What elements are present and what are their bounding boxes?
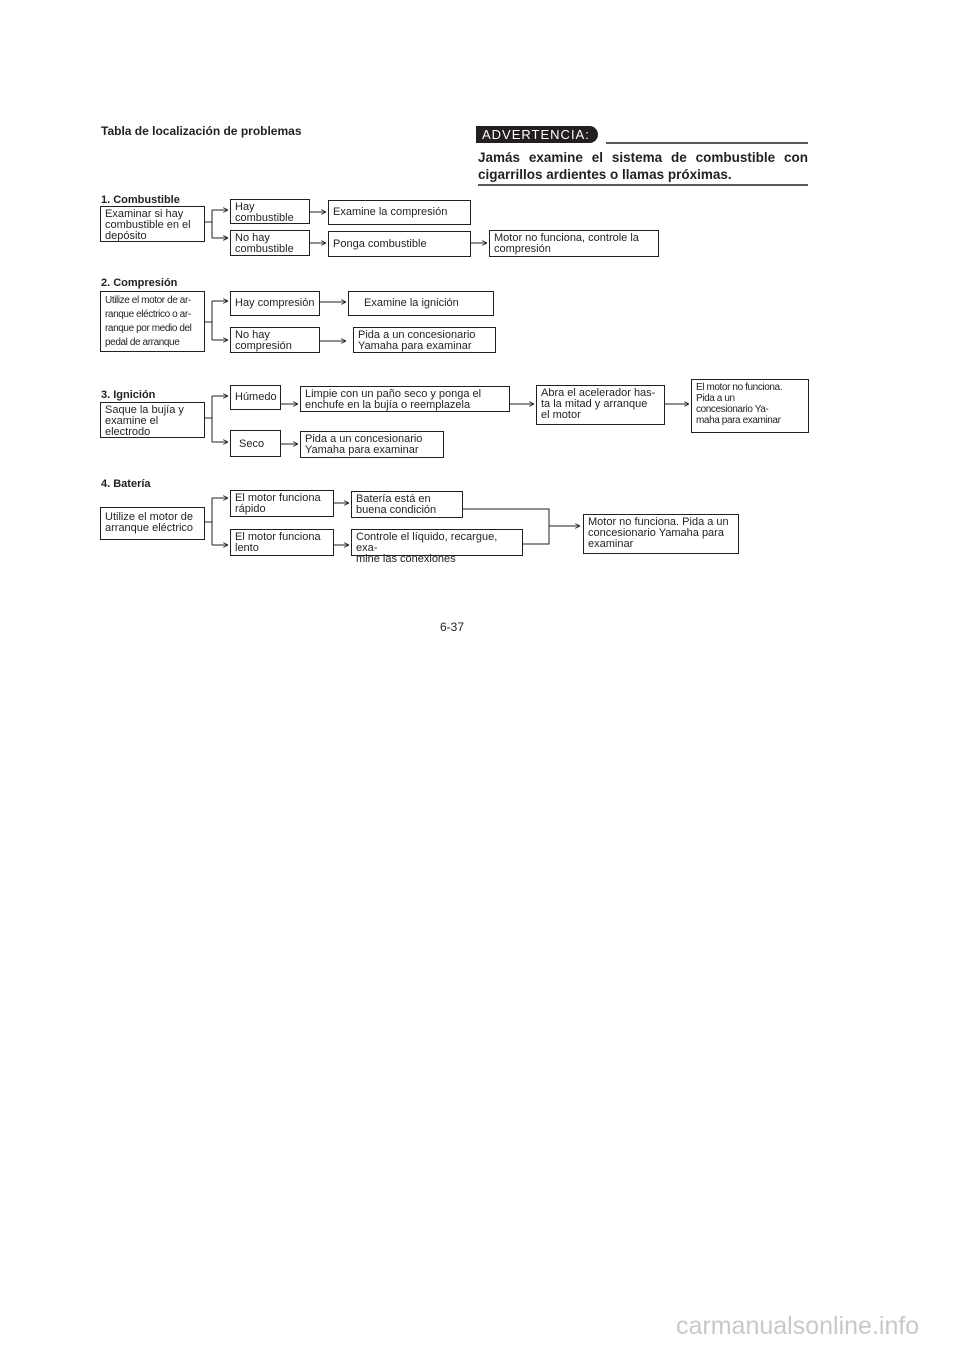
s2-branch-compression-yes: Hay compresión xyxy=(230,291,320,316)
s4-battery-ok: Batería está en buena condición xyxy=(351,491,463,518)
s4-start-box: Utilize el motor de arranque eléctrico xyxy=(100,507,205,540)
s4-branch-fast: El motor funciona rápido xyxy=(230,490,334,517)
s2-branch-compression-no: No hay compresión xyxy=(230,327,320,353)
page-number: 6-37 xyxy=(440,620,465,634)
s4-check-battery: Controle el líquido, recargue, exa- mine… xyxy=(351,529,523,565)
s3-motor-fails: El motor no funciona. Pida a un concesio… xyxy=(691,379,809,433)
warning-badge: ADVERTENCIA: xyxy=(476,126,598,143)
s1-start-box: Examinar si hay combustible en el depósi… xyxy=(100,206,205,242)
watermark-text: carmanualsonline.info xyxy=(676,1312,920,1340)
page-title: Tabla de localización de problemas xyxy=(101,124,302,138)
s1-branch-fuel-yes: Hay combustible xyxy=(230,199,310,224)
s4-branch-slow: El motor funciona lento xyxy=(230,529,334,556)
s3-open-throttle: Abra el acelerador has- ta la mitad y ar… xyxy=(536,385,665,425)
s1-check-compression: Examine la compresión xyxy=(328,200,471,225)
s3-branch-dry: Seco xyxy=(230,430,281,457)
section-title-compresion: 2. Compresión xyxy=(101,277,178,289)
s3-ask-dealer: Pida a un concesionario Yamaha para exam… xyxy=(300,431,444,458)
section-title-combustible: 1. Combustible xyxy=(101,194,180,206)
s3-branch-wet: Húmedo xyxy=(230,385,281,410)
s2-check-ignition: Examine la ignición xyxy=(348,291,494,316)
section-title-bateria: 4. Batería xyxy=(101,478,151,490)
s1-add-fuel: Ponga combustible xyxy=(328,231,471,257)
s1-motor-fails: Motor no funciona, controle la compresió… xyxy=(489,230,659,257)
section-title-ignicion: 3. Ignición xyxy=(101,389,156,401)
s1-branch-fuel-no: No hay combustible xyxy=(230,230,310,256)
warning-text: Jamás examine el sistema de combustible … xyxy=(478,150,808,182)
s3-start-box: Saque la bujía y examine el electrodo xyxy=(100,402,205,438)
s4-motor-fails: Motor no funciona. Pida a un concesionar… xyxy=(583,514,739,554)
s2-start-box: Utilize el motor de ar- ranque eléctrico… xyxy=(100,291,205,352)
s2-ask-dealer: Pida a un concesionario Yamaha para exam… xyxy=(353,327,496,353)
s3-clean-plug: Limpie con un paño seco y ponga el enchu… xyxy=(300,386,510,412)
